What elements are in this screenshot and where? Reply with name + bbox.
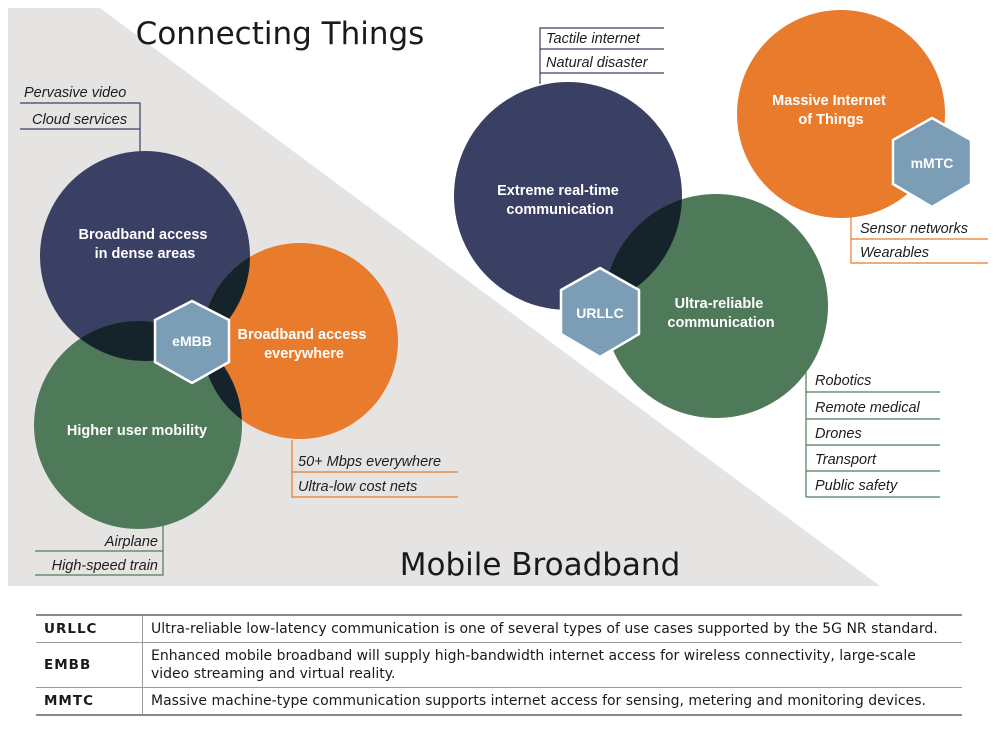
extreme-realtime-label: Extreme real-time communication: [497, 183, 623, 218]
callout-transport: Transport: [815, 452, 877, 468]
use-case-diagram: Connecting Things Mobile Broadband Perva…: [8, 8, 988, 586]
legend-row: URLLC Ultra-reliable low-latency communi…: [36, 614, 962, 643]
legend-abbr: URLLC: [36, 614, 143, 643]
callout-cloud-services: Cloud services: [32, 112, 127, 128]
callout-natural-disaster: Natural disaster: [546, 55, 649, 71]
abbreviation-legend-table: URLLC Ultra-reliable low-latency communi…: [36, 614, 962, 716]
mmtc-callouts: Sensor networks Wearables: [850, 214, 988, 264]
urllc-hexagon: [559, 266, 641, 359]
callout-drones: Drones: [815, 426, 862, 442]
legend-description: Enhanced mobile broadband will supply hi…: [142, 642, 962, 688]
callout-pervasive-video: Pervasive video: [24, 85, 126, 101]
embb-callouts-top: Pervasive video Cloud services: [20, 85, 141, 195]
callout-wearables: Wearables: [860, 245, 929, 261]
callout-remote-medical: Remote medical: [815, 400, 921, 416]
massive-iot-label: Massive Internet of Things: [772, 93, 890, 128]
embb-hexagon-label: eMBB: [172, 333, 212, 349]
broadband-everywhere-label: Broadband access everywhere: [238, 327, 371, 362]
callout-tactile-internet: Tactile internet: [546, 31, 641, 47]
overlap-navy-green-right: [604, 194, 682, 310]
mmtc-cluster: Massive Internet of Things mMTC Sensor n…: [737, 10, 988, 264]
embb-hexagon: [153, 299, 231, 385]
legend-row: EMBB Enhanced mobile broadband will supp…: [36, 642, 962, 688]
legend-abbr: EMBB: [36, 642, 143, 688]
callout-high-speed-train: High-speed train: [52, 558, 158, 574]
legend-abbr: MMTC: [36, 687, 143, 716]
urllc-callouts-green: Robotics Remote medical Drones Transport…: [805, 372, 940, 498]
mobile-broadband-title: Mobile Broadband: [400, 547, 681, 583]
legend-description: Ultra-reliable low-latency communication…: [142, 614, 962, 643]
legend-row: MMTC Massive machine-type communication …: [36, 687, 962, 716]
urllc-cluster: Tactile internet Natural disaster Extrem…: [454, 27, 940, 498]
broadband-everywhere-circle: [202, 243, 398, 439]
embb-callouts-orange: 50+ Mbps everywhere Ultra-low cost nets: [291, 440, 458, 498]
mmtc-hexagon: [891, 116, 973, 209]
connecting-things-title: Connecting Things: [136, 16, 425, 52]
ultra-reliable-label: Ultra-reliable communication: [667, 296, 774, 331]
callout-sensor-networks: Sensor networks: [860, 221, 968, 237]
higher-mobility-label: Higher user mobility: [67, 423, 207, 439]
urllc-hexagon-label: URLLC: [576, 305, 623, 321]
callout-airplane: Airplane: [104, 534, 158, 550]
embb-callouts-green: Airplane High-speed train: [35, 522, 164, 576]
callout-robotics: Robotics: [815, 373, 871, 389]
urllc-callouts-top: Tactile internet Natural disaster: [539, 27, 664, 84]
legend-description: Massive machine-type communication suppo…: [142, 687, 962, 716]
callout-50-mbps: 50+ Mbps everywhere: [298, 454, 441, 470]
embb-cluster: Pervasive video Cloud services Broadband…: [20, 85, 458, 576]
callout-public-safety: Public safety: [815, 478, 898, 494]
callout-ultra-low-cost: Ultra-low cost nets: [298, 479, 417, 495]
dense-areas-label: Broadband access in dense areas: [79, 227, 212, 262]
mmtc-hexagon-label: mMTC: [911, 155, 954, 171]
